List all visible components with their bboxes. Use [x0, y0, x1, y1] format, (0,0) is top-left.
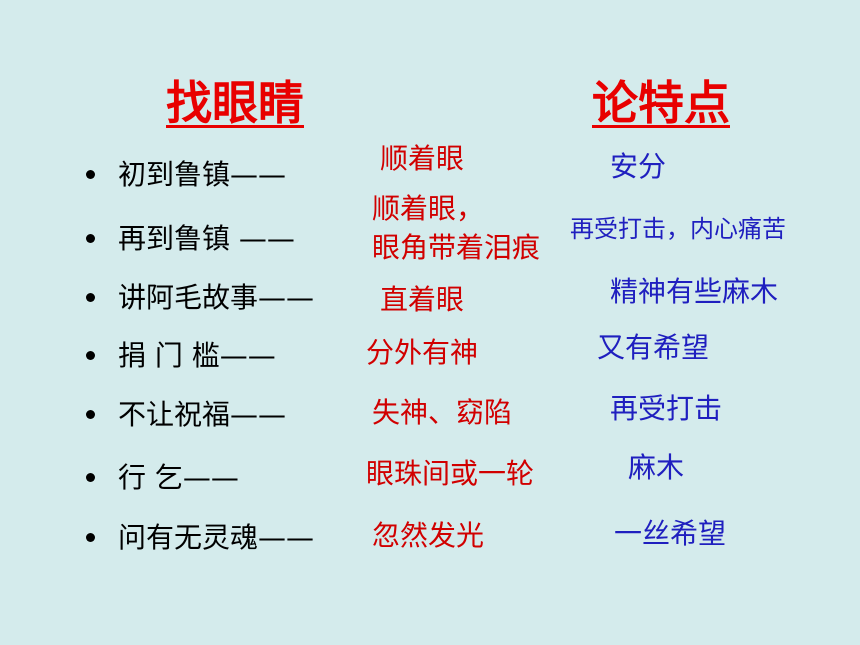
row-label: 不让祝福—— [118, 398, 287, 431]
eye-description-line2: 眼角带着泪痕 [372, 231, 541, 264]
bullet-icon [86, 234, 95, 243]
trait-description: 一丝希望 [614, 517, 727, 550]
heading-discuss-traits: 论特点 [592, 76, 730, 130]
row-label: 再到鲁镇 —— [118, 222, 295, 255]
eye-description: 顺着眼， [372, 192, 485, 225]
eye-description: 忽然发光 [372, 519, 485, 552]
row-label: 讲阿毛故事—— [118, 281, 315, 314]
bullet-icon [86, 473, 95, 482]
list-item: 不让祝福—— [0, 398, 860, 446]
row-label: 捐 门 槛—— [118, 339, 276, 372]
trait-description: 安分 [610, 150, 667, 183]
trait-description: 再受打击，内心痛苦 [570, 215, 786, 243]
row-label: 问有无灵魂—— [118, 521, 315, 554]
trait-description: 精神有些麻木 [610, 275, 779, 308]
row-label: 行 乞—— [118, 461, 239, 494]
eye-description: 眼珠间或一轮 [366, 457, 535, 490]
bullet-icon [86, 533, 95, 542]
list-item: 行 乞—— [0, 461, 860, 509]
trait-description: 再受打击 [610, 392, 723, 425]
row-label: 初到鲁镇—— [118, 158, 287, 191]
bullet-icon [86, 351, 95, 360]
list-item: 捐 门 槛—— [0, 339, 860, 387]
trait-description: 又有希望 [597, 331, 710, 364]
bullet-icon [86, 410, 95, 419]
list-item: 问有无灵魂—— [0, 521, 860, 569]
heading-find-eyes: 找眼睛 [166, 76, 304, 130]
eye-description: 直着眼 [380, 283, 465, 316]
list-item: 再到鲁镇 —— [0, 222, 860, 270]
eye-description: 顺着眼 [380, 142, 465, 175]
list-item: 初到鲁镇—— [0, 158, 860, 206]
eye-description: 分外有神 [366, 336, 479, 369]
eye-description: 失神、窈陷 [372, 396, 513, 429]
bullet-icon [86, 293, 95, 302]
bullet-icon [86, 170, 95, 179]
trait-description: 麻木 [628, 451, 685, 484]
list-item: 讲阿毛故事—— [0, 281, 860, 329]
